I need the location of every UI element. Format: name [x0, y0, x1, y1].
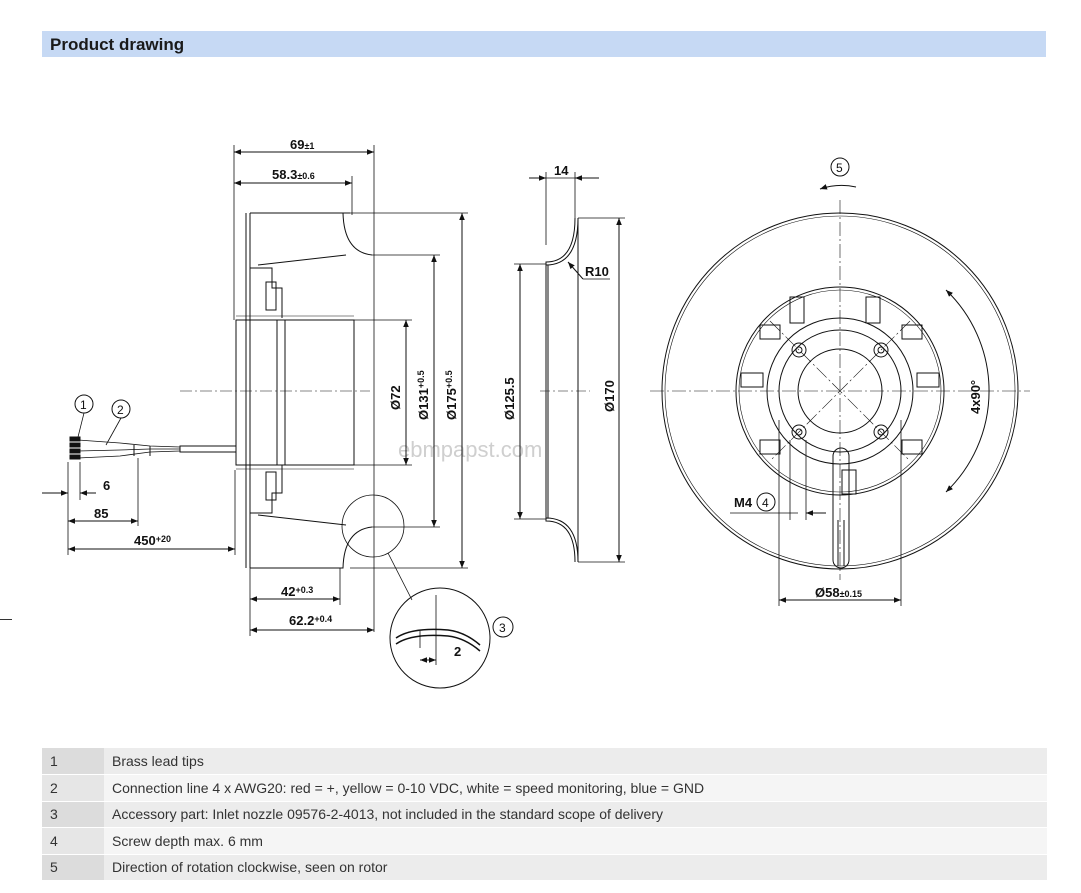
section-header: Product drawing	[42, 31, 1046, 57]
front-view	[650, 157, 1030, 606]
nozzle-labels: 14 R10 Ø125.5 Ø170	[502, 163, 617, 420]
legend-num: 3	[42, 801, 104, 828]
table-row: 4 Screw depth max. 6 mm	[42, 827, 1047, 855]
nozzle-view	[514, 172, 625, 563]
callout-5: 5	[836, 161, 843, 175]
dim-r10: R10	[585, 264, 609, 279]
dim-width-inner: 58.3±0.6	[272, 167, 315, 182]
legend-num: 5	[42, 854, 104, 881]
legend-num: 4	[42, 827, 104, 855]
margin-tick	[0, 619, 12, 620]
table-row: 2 Connection line 4 x AWG20: red = +, ye…	[42, 774, 1047, 802]
front-view-labels: 5 4x90° M4 4 Ø58±0.15	[734, 161, 983, 600]
table-row: 5 Direction of rotation clockwise, seen …	[42, 854, 1047, 881]
dim-42: 42+0.3	[281, 584, 313, 599]
dim-dia-131: Ø131+0.5	[416, 370, 431, 420]
table-row: 1 Brass lead tips	[42, 748, 1047, 775]
callout-4: 4	[762, 496, 769, 510]
callout-2: 2	[117, 403, 124, 417]
dim-dia-170: Ø170	[602, 380, 617, 412]
legend-text: Accessory part: Inlet nozzle 09576-2-401…	[104, 801, 1047, 828]
watermark: ebmpapst.com	[398, 437, 542, 462]
detail-dim-2: 2	[454, 644, 461, 659]
dim-85: 85	[94, 506, 108, 521]
dim-dia-72: Ø72	[388, 385, 403, 410]
dim-6: 6	[103, 478, 110, 493]
legend-table: 1 Brass lead tips 2 Connection line 4 x …	[42, 748, 1047, 881]
legend-text: Brass lead tips	[104, 748, 1047, 775]
legend-text: Direction of rotation clockwise, seen on…	[104, 854, 1047, 881]
section-title: Product drawing	[50, 35, 185, 54]
callout-1: 1	[80, 398, 87, 412]
legend-text: Screw depth max. 6 mm	[104, 827, 1047, 855]
dim-450: 450+20	[134, 533, 171, 548]
dim-width-total: 69±1	[290, 137, 314, 152]
dim-62-2: 62.2+0.4	[289, 613, 332, 628]
legend-text: Connection line 4 x AWG20: red = +, yell…	[104, 774, 1047, 802]
side-view-labels: 69±1 58.3±0.6 Ø72 Ø131+0.5 Ø175+0.5 42+0…	[80, 137, 506, 659]
dim-m4: M4	[734, 495, 753, 510]
dim-dia-175: Ø175+0.5	[444, 370, 459, 420]
side-view	[42, 145, 514, 689]
dim-4x90: 4x90°	[968, 380, 983, 414]
dim-dia-125-5: Ø125.5	[502, 377, 517, 420]
dim-14: 14	[554, 163, 569, 178]
dim-dia-58: Ø58±0.15	[815, 585, 862, 600]
legend-num: 1	[42, 748, 104, 775]
legend-num: 2	[42, 774, 104, 802]
callout-3: 3	[499, 621, 506, 635]
table-row: 3 Accessory part: Inlet nozzle 09576-2-4…	[42, 801, 1047, 828]
